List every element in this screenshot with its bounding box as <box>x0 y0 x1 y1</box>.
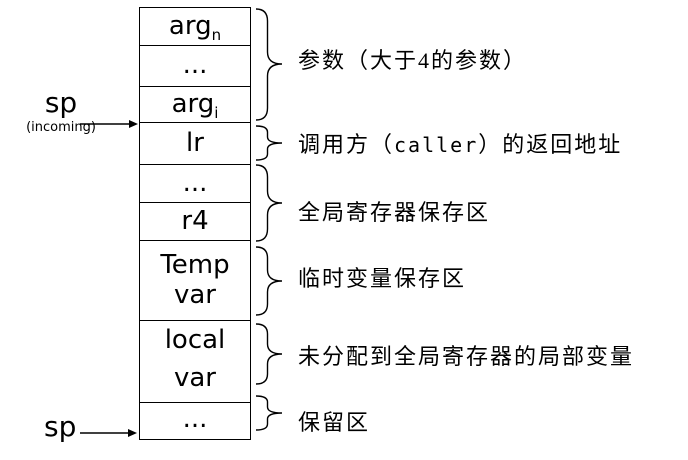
stack-row-label: ... <box>182 404 208 435</box>
sp-bottom-label: sp <box>44 410 77 443</box>
sp-bottom-pointer: sp <box>44 410 77 443</box>
stack-column: argn ... argi lr ... r4 Temp var local v… <box>139 7 251 440</box>
annotation-params: 参数（大于4的参数） <box>298 48 528 73</box>
sp-incoming-pointer: sp (incoming) <box>16 86 106 135</box>
sp-incoming-label: sp <box>44 86 78 119</box>
stack-row-local-var: local var <box>140 321 250 403</box>
stack-row-subscript: n <box>211 25 222 44</box>
stack-row-r4: r4 <box>140 203 250 241</box>
annotation-saved-registers: 全局寄存器保存区 <box>298 200 491 225</box>
stack-row-label: arg <box>171 88 215 119</box>
sp-bottom-arrow <box>80 429 137 437</box>
brace-return-address <box>255 125 283 161</box>
stack-row-label: ... <box>182 50 208 81</box>
stack-row-label-line2: var <box>173 363 216 394</box>
stack-row-arg-n: argn <box>140 8 250 46</box>
annotation-return-address: 调用方（caller）的返回地址 <box>298 132 623 157</box>
stack-row-label: r4 <box>181 205 209 236</box>
brace-reserved <box>255 395 283 431</box>
sp-incoming-sublabel: (incoming) <box>26 119 96 135</box>
stack-row-temp-var: Temp var <box>140 241 250 321</box>
annotation-reserved: 保留区 <box>298 410 371 435</box>
stack-row-lr: lr <box>140 123 250 165</box>
stack-row-dots-2: ... <box>140 165 250 203</box>
brace-temp-vars <box>255 246 283 316</box>
stack-row-dots-3: ... <box>140 403 250 437</box>
stack-row-label: arg <box>168 10 212 41</box>
stack-row-label: lr <box>186 127 204 158</box>
brace-params <box>255 8 283 121</box>
stack-row-label: Temp <box>160 249 230 280</box>
annotation-local-vars: 未分配到全局寄存器的局部变量 <box>298 344 635 369</box>
stack-row-label: ... <box>182 167 208 198</box>
stack-row-label-line2: var <box>173 279 216 310</box>
stack-row-label: local <box>164 325 226 355</box>
brace-local-vars <box>255 323 283 385</box>
caller-code-text: caller <box>394 133 479 157</box>
brace-saved-registers <box>255 164 283 242</box>
stack-row-subscript: i <box>214 103 219 122</box>
annotation-temp-vars: 临时变量保存区 <box>298 266 467 291</box>
stack-row-arg-i: argi <box>140 87 250 123</box>
stack-row-dots-1: ... <box>140 46 250 87</box>
